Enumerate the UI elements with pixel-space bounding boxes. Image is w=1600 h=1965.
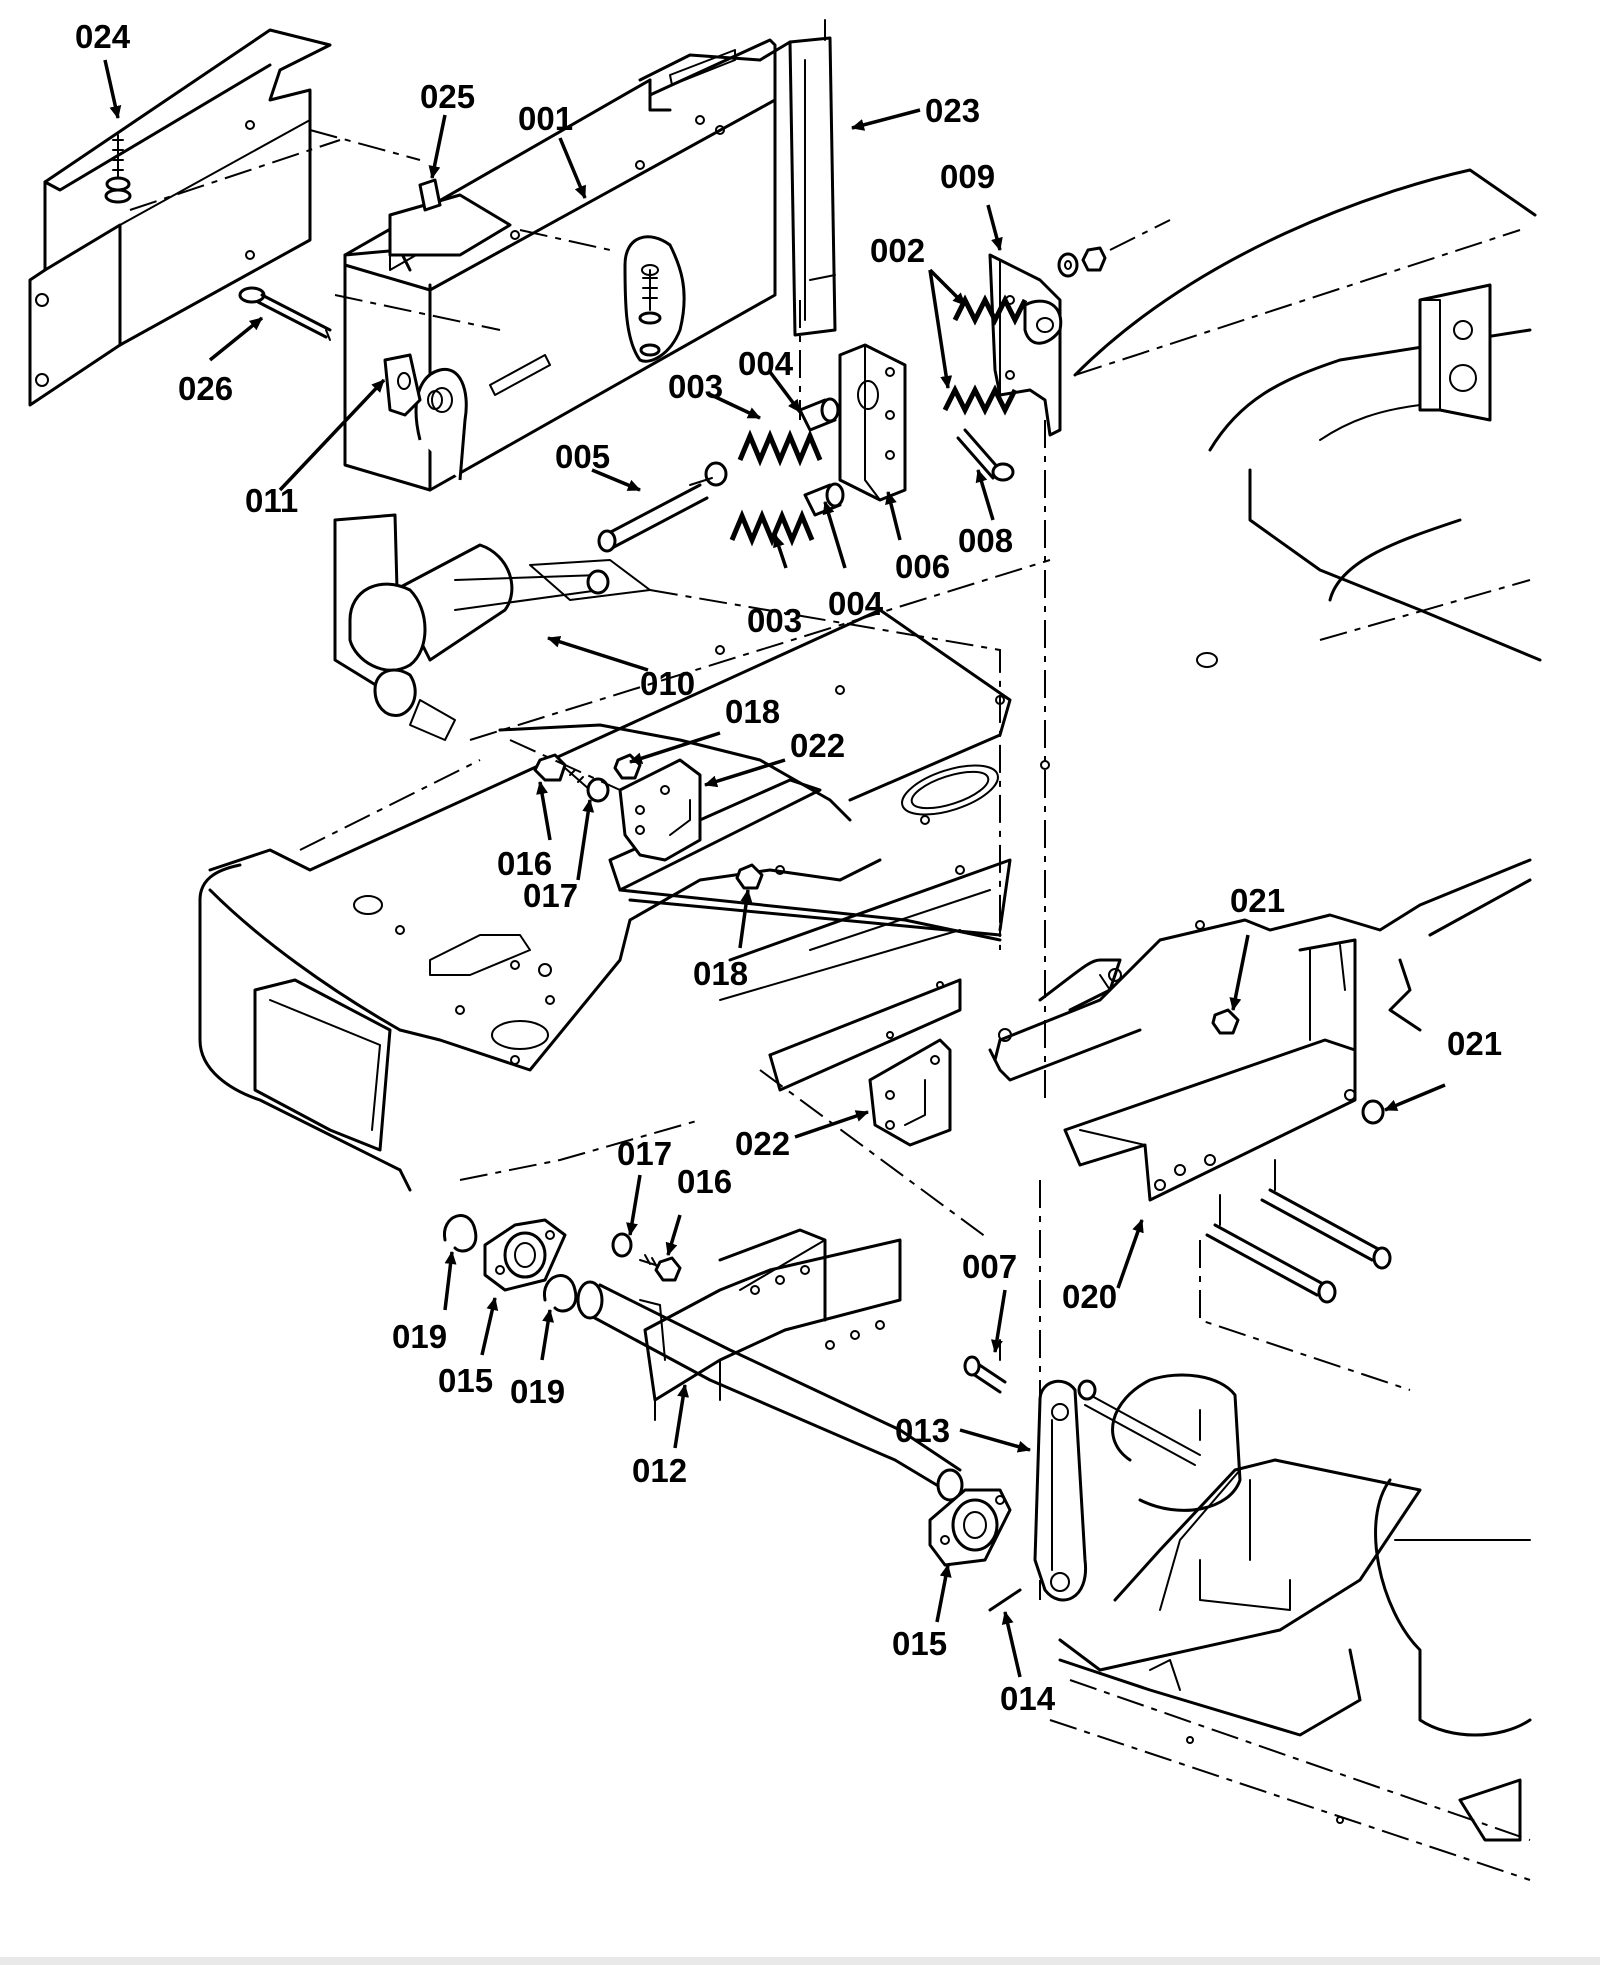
label-025: 025: [420, 78, 475, 115]
pin-026: [238, 286, 332, 341]
rod-023: [758, 19, 837, 420]
label-013: 013: [895, 1412, 950, 1449]
label-014: 014: [1000, 1680, 1056, 1717]
washer-bolt-lower: [611, 1232, 682, 1282]
bolt-008: [956, 428, 1015, 482]
label-004-top: 004: [738, 345, 794, 382]
right-tank-frame: [1073, 168, 1542, 668]
label-021-top: 021: [1230, 882, 1285, 919]
lower-right-frame: [1049, 1373, 1532, 1881]
cover-panel-024: [28, 28, 421, 407]
main-chassis-plate: [198, 559, 1205, 1192]
right-frame-lower: [988, 858, 1532, 1082]
label-019-left: 019: [392, 1318, 447, 1355]
shaft-assembly-012: [459, 1069, 991, 1502]
label-011: 011: [245, 482, 298, 519]
label-007: 007: [962, 1248, 1017, 1285]
label-016-top: 016: [497, 845, 552, 882]
label-017-bottom: 017: [617, 1135, 672, 1172]
label-019-right: 019: [510, 1373, 565, 1410]
bearing-015-right: [928, 1488, 1012, 1567]
label-001: 001: [518, 100, 573, 137]
label-003-bottom: 003: [747, 602, 802, 639]
label-022-bottom: 022: [735, 1125, 790, 1162]
circlips-019: [442, 1214, 578, 1313]
label-005: 005: [555, 438, 610, 475]
label-009: 009: [940, 158, 995, 195]
plate-006: [838, 343, 907, 502]
part-labels: 024 025 001 023 009 002 026 004 003 005 …: [75, 18, 1502, 1717]
cross-member: [608, 778, 1012, 1092]
label-016-bottom: 016: [677, 1163, 732, 1200]
bushings-004: [798, 397, 845, 517]
springs-002: [942, 294, 1028, 416]
label-022-top: 022: [790, 727, 845, 764]
lever-013: [963, 1339, 1201, 1612]
label-023: 023: [925, 92, 980, 129]
bearing-015-left: [483, 1218, 567, 1292]
label-015-right: 015: [892, 1625, 947, 1662]
actuator-housing-001: [334, 38, 777, 492]
label-024: 024: [75, 18, 131, 55]
bolt-005: [597, 461, 728, 553]
label-012: 012: [632, 1452, 687, 1489]
leader-arrows: [103, 59, 1446, 1678]
label-026: 026: [178, 370, 233, 407]
label-017-top: 017: [523, 877, 578, 914]
label-021-right: 021: [1447, 1025, 1502, 1062]
label-010: 010: [640, 665, 695, 702]
label-018-bottom: 018: [693, 955, 748, 992]
label-002: 002: [870, 232, 925, 269]
bracket-022-lower: [868, 1038, 952, 1147]
label-018-top: 018: [725, 693, 780, 730]
label-015-left: 015: [438, 1362, 493, 1399]
bracket-020: [1039, 938, 1411, 1600]
label-006: 006: [895, 548, 950, 585]
bracket-022-top: [509, 739, 764, 890]
label-008: 008: [958, 522, 1013, 559]
bottom-strip: [0, 1957, 1600, 1965]
label-003-top: 003: [668, 368, 723, 405]
label-020: 020: [1062, 1278, 1117, 1315]
label-004-bottom: 004: [828, 585, 884, 622]
actuator-010: [333, 513, 1001, 950]
springs-003: [729, 429, 823, 547]
